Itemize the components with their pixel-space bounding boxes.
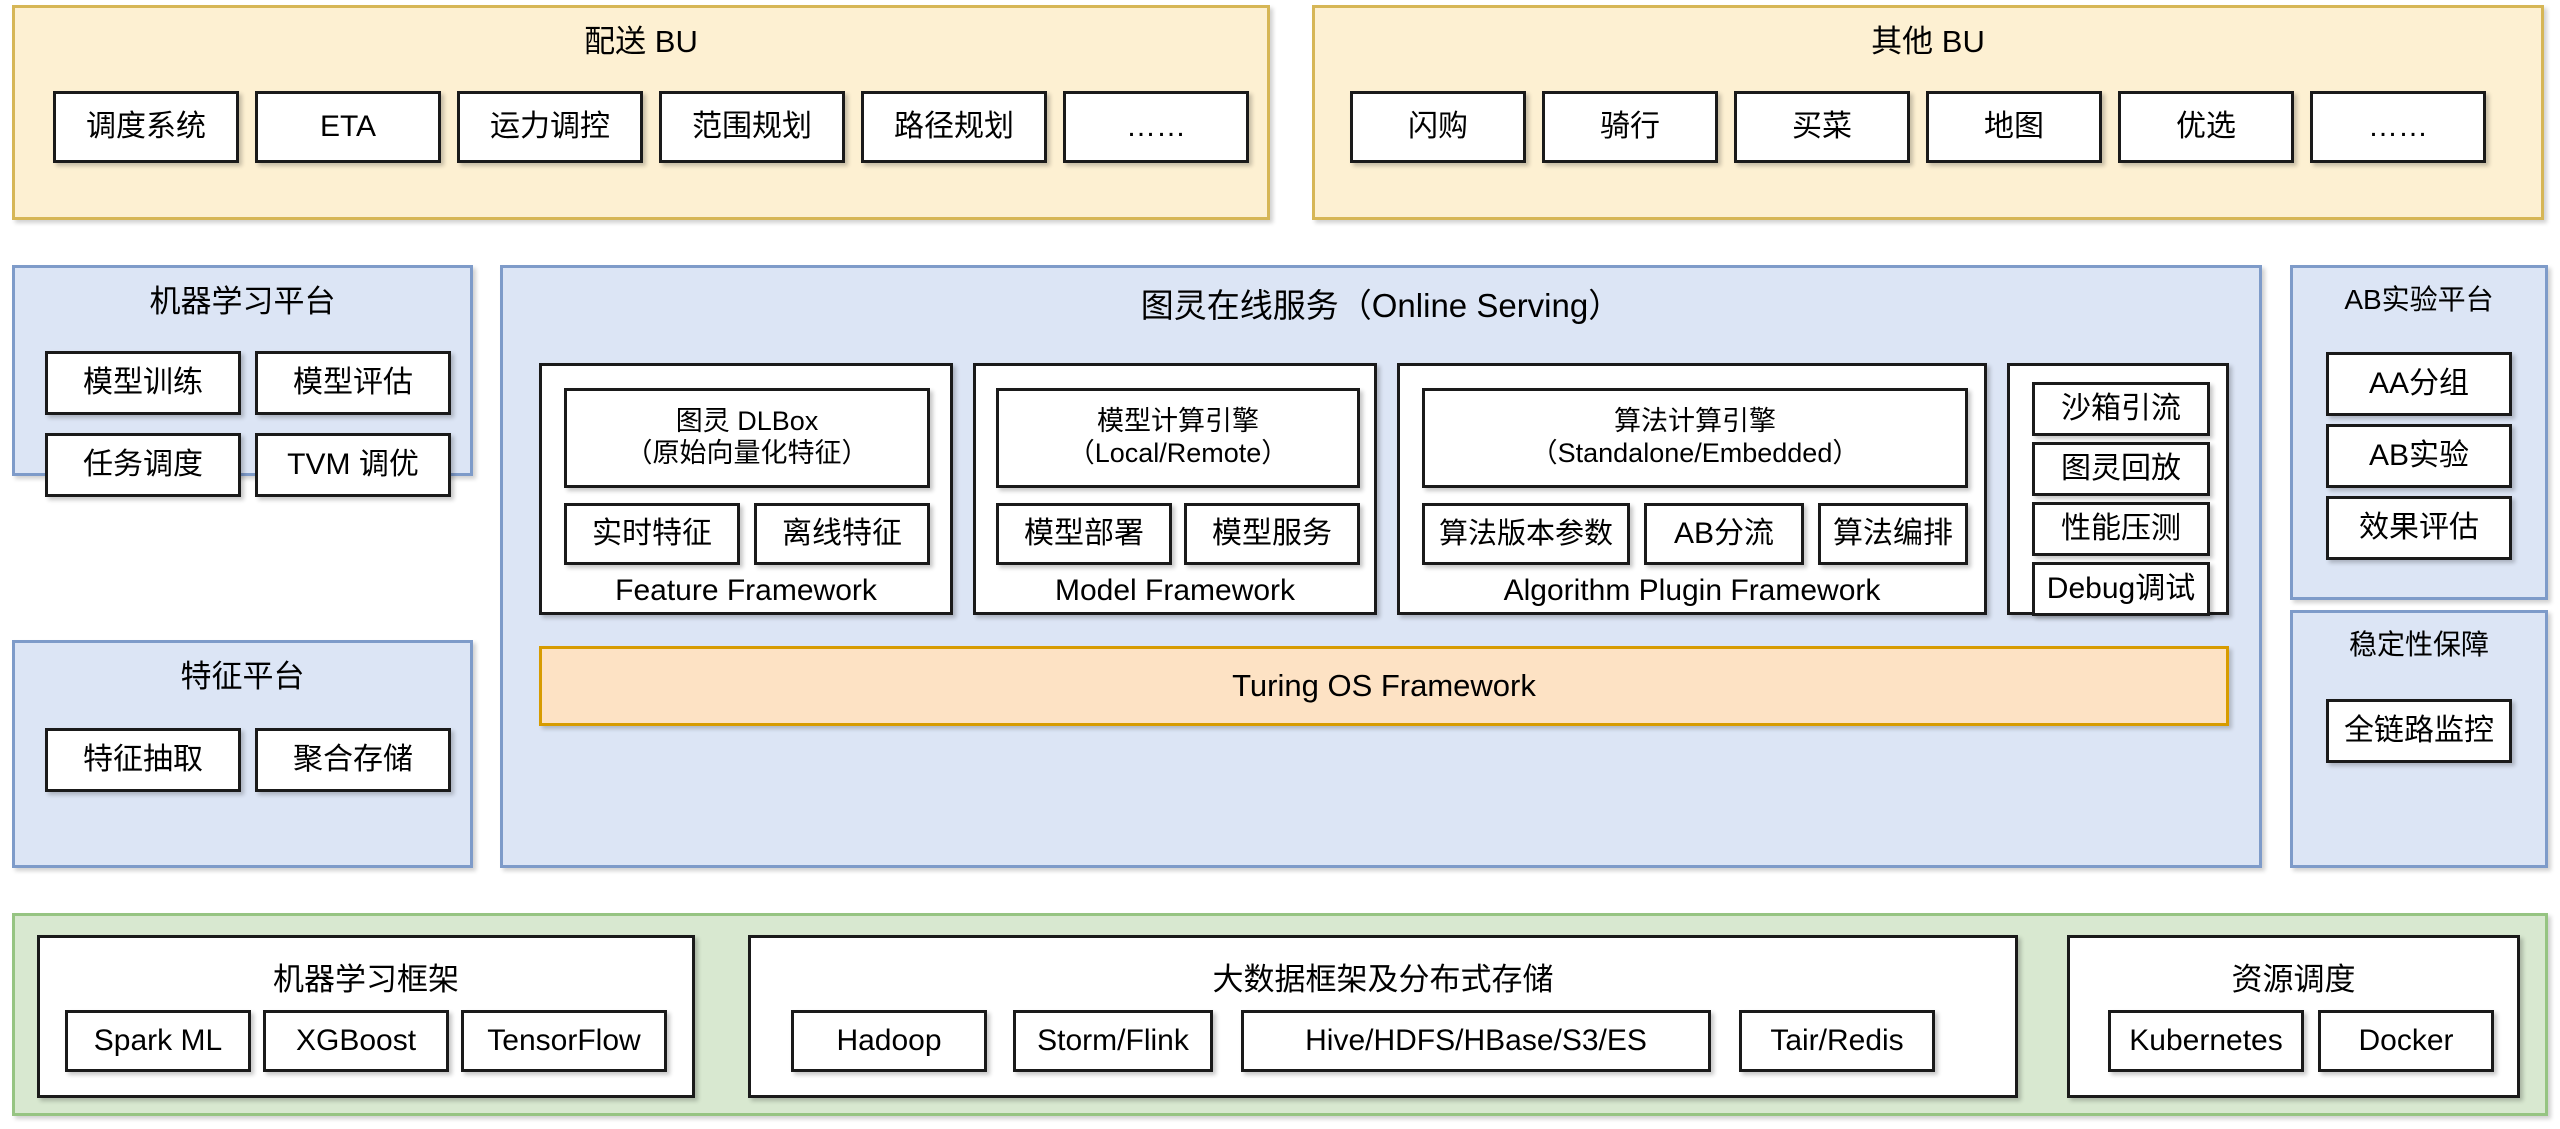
infra-item-kubernetes[interactable]: Kubernetes [2108,1010,2304,1072]
panel-ab-experiment-title: AB实验平台 [2344,284,2494,315]
panel-ml-platform: 机器学习平台 模型训练 模型评估 任务调度 TVM 调优 [12,265,473,497]
model-framework-caption: Model Framework [1054,574,1296,607]
group-resource-scheduling: 资源调度 Kubernetes Docker [2067,935,2520,1098]
algorithm-framework-caption: Algorithm Plugin Framework [1503,574,1881,607]
group-bigdata: 大数据框架及分布式存储 Hadoop Storm/Flink Hive/HDFS… [748,935,2018,1098]
panel-ml-platform-title: 机器学习平台 [149,284,336,319]
model-framework-head[interactable]: 模型计算引擎 （Local/Remote） [996,388,1360,488]
bu-item-more-2[interactable]: …… [2310,91,2486,163]
bu-item-bike[interactable]: 骑行 [1542,91,1718,163]
feature-item-extraction[interactable]: 特征抽取 [45,728,241,792]
panel-feature-platform: 特征平台 特征抽取 聚合存储 [12,640,473,868]
tool-performance-test[interactable]: 性能压测 [2032,502,2210,556]
group-bigdata-title: 大数据框架及分布式存储 [1212,962,1554,997]
group-ml-frameworks: 机器学习框架 Spark ML XGBoost TensorFlow [37,935,695,1098]
group-resource-title: 资源调度 [2231,962,2356,997]
stability-item-full-link-monitor[interactable]: 全链路监控 [2326,699,2512,763]
tool-turing-replay[interactable]: 图灵回放 [2032,442,2210,496]
ab-item-aa-group[interactable]: AA分组 [2326,352,2512,416]
bu-item-capacity[interactable]: 运力调控 [457,91,643,163]
bu-item-route-planning[interactable]: 路径规划 [861,91,1047,163]
algorithm-framework-version-params[interactable]: 算法版本参数 [1422,503,1630,565]
panel-delivery-bu: 配送 BU 调度系统 ETA 运力调控 范围规划 路径规划 …… [12,5,1270,220]
panel-ab-experiment-platform: AB实验平台 AA分组 AB实验 效果评估 [2290,265,2548,600]
tool-sandbox-traffic[interactable]: 沙箱引流 [2032,382,2210,436]
panel-other-bu: 其他 BU 闪购 骑行 买菜 地图 优选 …… [1312,5,2544,220]
bu-item-area-planning[interactable]: 范围规划 [659,91,845,163]
bu-item-more[interactable]: …… [1063,91,1249,163]
feature-framework-realtime[interactable]: 实时特征 [564,503,740,565]
ml-item-tvm-tuning[interactable]: TVM 调优 [255,433,451,497]
bu-item-dispatch[interactable]: 调度系统 [53,91,239,163]
frame-feature-framework: 图灵 DLBox （原始向量化特征） 实时特征 离线特征 Feature Fra… [539,363,953,615]
model-framework-deploy[interactable]: 模型部署 [996,503,1172,565]
panel-stability: 稳定性保障 全链路监控 [2290,610,2548,868]
group-ml-frameworks-title: 机器学习框架 [273,962,459,997]
panel-infrastructure: 机器学习框架 Spark ML XGBoost TensorFlow 大数据框架… [12,913,2548,1116]
feature-framework-caption: Feature Framework [615,574,877,607]
algorithm-framework-orchestration[interactable]: 算法编排 [1818,503,1968,565]
infra-item-xgboost[interactable]: XGBoost [263,1010,449,1072]
panel-feature-platform-title: 特征平台 [180,659,305,694]
infra-item-docker[interactable]: Docker [2318,1010,2494,1072]
feature-framework-offline[interactable]: 离线特征 [754,503,930,565]
feature-framework-head[interactable]: 图灵 DLBox （原始向量化特征） [564,388,930,488]
bu-item-eta[interactable]: ETA [255,91,441,163]
algorithm-framework-head[interactable]: 算法计算引擎 （Standalone/Embedded） [1422,388,1968,488]
infra-item-spark-ml[interactable]: Spark ML [65,1010,251,1072]
algorithm-framework-ab-split[interactable]: AB分流 [1644,503,1804,565]
frame-tools-column: 沙箱引流 图灵回放 性能压测 Debug调试 [2007,363,2229,616]
ab-item-ab-test[interactable]: AB实验 [2326,424,2512,488]
infra-item-tair-redis[interactable]: Tair/Redis [1739,1010,1935,1072]
bu-item-grocery[interactable]: 买菜 [1734,91,1910,163]
panel-other-bu-title: 其他 BU [1871,24,1985,59]
tool-debug[interactable]: Debug调试 [2032,562,2210,616]
panel-delivery-bu-title: 配送 BU [584,24,698,59]
panel-online-serving: 图灵在线服务（Online Serving） 图灵 DLBox （原始向量化特征… [500,265,2262,868]
bu-item-select[interactable]: 优选 [2118,91,2294,163]
infra-item-tensorflow[interactable]: TensorFlow [461,1010,667,1072]
ml-item-model-training[interactable]: 模型训练 [45,351,241,415]
infra-item-hadoop[interactable]: Hadoop [791,1010,987,1072]
bu-item-flash-sale[interactable]: 闪购 [1350,91,1526,163]
panel-stability-title: 稳定性保障 [2348,629,2489,660]
infra-item-storm-flink[interactable]: Storm/Flink [1013,1010,1213,1072]
bu-item-map[interactable]: 地图 [1926,91,2102,163]
ml-item-model-eval[interactable]: 模型评估 [255,351,451,415]
frame-algorithm-plugin-framework: 算法计算引擎 （Standalone/Embedded） 算法版本参数 AB分流… [1397,363,1987,615]
panel-online-serving-title: 图灵在线服务（Online Serving） [1140,287,1622,324]
turing-os-framework-bar[interactable]: Turing OS Framework [539,646,2229,726]
feature-item-aggregate-storage[interactable]: 聚合存储 [255,728,451,792]
model-framework-serving[interactable]: 模型服务 [1184,503,1360,565]
ab-item-effect-eval[interactable]: 效果评估 [2326,496,2512,560]
frame-model-framework: 模型计算引擎 （Local/Remote） 模型部署 模型服务 Model Fr… [973,363,1377,615]
infra-item-hive-hdfs-hbase-s3-es[interactable]: Hive/HDFS/HBase/S3/ES [1241,1010,1711,1072]
ml-item-task-schedule[interactable]: 任务调度 [45,433,241,497]
